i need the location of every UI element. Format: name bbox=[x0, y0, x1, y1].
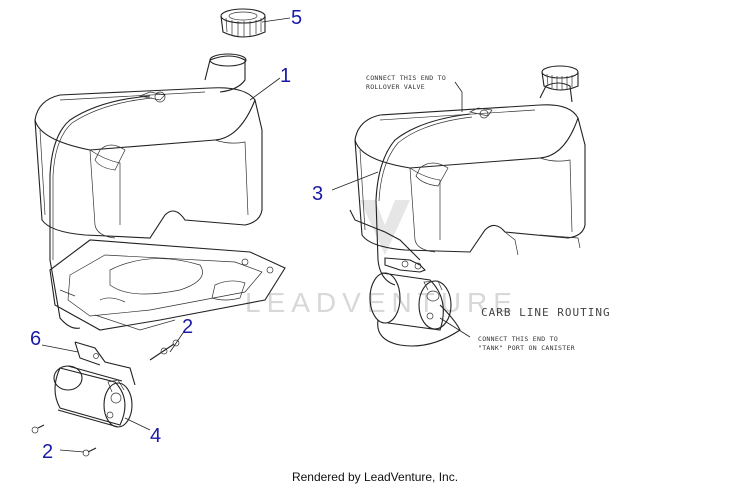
vapor-canister bbox=[53, 365, 133, 428]
callout-2-lower: 2 bbox=[42, 441, 53, 463]
note-carb-line-routing: CARB LINE ROUTING bbox=[481, 306, 611, 319]
callout-6: 6 bbox=[30, 328, 41, 350]
callout-5: 5 bbox=[291, 7, 302, 29]
note-tank-line2: "TANK" PORT ON CANISTER bbox=[478, 344, 575, 352]
leader-lines-right bbox=[331, 81, 471, 338]
fuel-cap-left bbox=[220, 8, 266, 38]
callout-3: 3 bbox=[312, 183, 323, 205]
canister-bracket bbox=[74, 341, 136, 386]
fuel-tank-right bbox=[349, 82, 586, 261]
fuel-tank-left bbox=[34, 53, 263, 329]
mounting-bracket-left bbox=[49, 239, 286, 331]
leader-lines-left bbox=[41, 17, 291, 453]
note-rollover-line1: CONNECT THIS END TO bbox=[366, 74, 446, 82]
vapor-canister-right bbox=[369, 257, 452, 331]
watermark-text: LEADVENTURE bbox=[245, 287, 518, 318]
note-tank-line1: CONNECT THIS END TO bbox=[478, 335, 558, 343]
footer-credit: Rendered by LeadVenture, Inc. bbox=[291, 470, 459, 484]
watermark: LEADVENTURE bbox=[245, 200, 518, 318]
callout-1: 1 bbox=[280, 65, 291, 87]
fuel-cap-right bbox=[541, 65, 579, 91]
note-rollover-line2: ROLLOVER VALVE bbox=[366, 83, 425, 91]
callout-4: 4 bbox=[150, 425, 161, 447]
screws bbox=[31, 339, 180, 457]
callout-2-upper: 2 bbox=[182, 316, 193, 338]
